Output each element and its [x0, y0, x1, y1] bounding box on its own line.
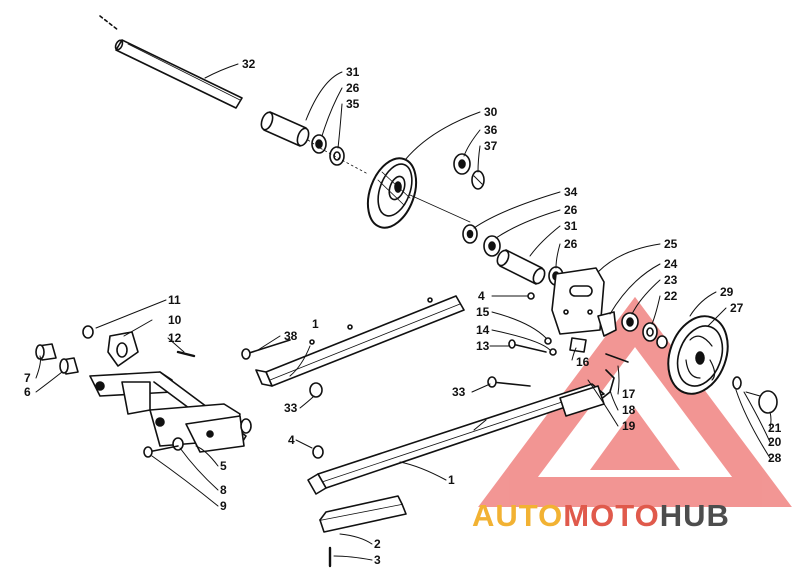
- label-35: 35: [346, 97, 360, 111]
- label-18: 18: [622, 403, 636, 417]
- nut-4-lower: [312, 445, 324, 459]
- spacer-tube-31: [260, 111, 310, 147]
- bolt-33-lower: [487, 376, 531, 388]
- label-26-low: 26: [564, 237, 578, 251]
- snap-ring-37: [471, 170, 485, 190]
- label-5: 5: [220, 459, 227, 473]
- bearing-34: [462, 224, 478, 244]
- pin-12: [176, 350, 196, 358]
- washer-20: [732, 376, 742, 390]
- watermark-hub: HUB: [660, 498, 730, 533]
- label-33-mid: 33: [452, 385, 466, 399]
- bushing-7: [35, 343, 57, 361]
- label-26-mid: 26: [564, 203, 578, 217]
- slide-rail-1-lower: [307, 383, 605, 495]
- washer-22: [642, 322, 658, 342]
- wear-strip-2: [319, 495, 407, 533]
- label-14: 14: [476, 323, 490, 337]
- leader-lines: [35, 63, 772, 561]
- idler-wheel-30: [366, 157, 418, 229]
- nut-33-upper: [309, 382, 323, 398]
- pivot-block-10: [107, 331, 139, 367]
- bearing-36: [453, 153, 471, 175]
- label-22: 22: [664, 289, 678, 303]
- hub-cap-21: [745, 390, 778, 414]
- part-labels: 32 31 26 35 30 36 37 34 26 31 26 25 24 2…: [24, 57, 782, 567]
- washer-8: [172, 437, 184, 451]
- label-36: 36: [484, 123, 498, 137]
- label-4-top: 4: [478, 289, 485, 303]
- label-38: 38: [284, 329, 298, 343]
- label-33-low: 33: [284, 401, 298, 415]
- spacer-tube-31-lower: [496, 249, 546, 285]
- lockwasher-14: [549, 348, 557, 356]
- label-4-low: 4: [288, 433, 295, 447]
- bushing-6: [59, 357, 79, 375]
- clip-19: [599, 369, 615, 401]
- bolt-13: [508, 339, 547, 353]
- label-17: 17: [622, 387, 636, 401]
- bolt-9: [143, 445, 179, 458]
- swing-arm-assembly: [89, 371, 252, 453]
- nut-4-top: [527, 292, 535, 300]
- label-25: 25: [664, 237, 678, 251]
- label-21: 21: [768, 421, 782, 435]
- label-37: 37: [484, 139, 498, 153]
- mount-plate-25: [551, 267, 605, 335]
- nut-23: [621, 312, 639, 332]
- slide-rail-1-upper: [255, 295, 465, 387]
- label-19: 19: [622, 419, 636, 433]
- label-32: 32: [242, 57, 256, 71]
- label-29: 29: [720, 285, 734, 299]
- label-30: 30: [484, 105, 498, 119]
- watermark-moto: MOTO: [563, 498, 659, 533]
- washer-11: [82, 325, 94, 339]
- label-10: 10: [168, 313, 182, 327]
- bushing-16: [569, 337, 587, 353]
- label-27: 27: [730, 301, 744, 315]
- label-2: 2: [374, 537, 381, 551]
- bearing-35: [329, 146, 345, 166]
- bearing-26-mid: [483, 235, 501, 257]
- label-12: 12: [168, 331, 182, 345]
- label-31-top: 31: [346, 65, 360, 79]
- label-20: 20: [768, 435, 782, 449]
- label-7: 7: [24, 371, 31, 385]
- label-28: 28: [768, 451, 782, 465]
- bolt-38: [241, 339, 291, 360]
- rear-wheel-27: [667, 315, 729, 395]
- label-26-top: 26: [346, 81, 360, 95]
- label-1-lower: 1: [448, 473, 455, 487]
- washer-15: [544, 337, 552, 345]
- label-11: 11: [168, 293, 181, 307]
- watermark-text: AUTOMOTOHUB: [472, 498, 730, 533]
- label-24: 24: [664, 257, 678, 271]
- watermark-auto: AUTO: [472, 498, 563, 533]
- label-6: 6: [24, 385, 31, 399]
- label-34: 34: [564, 185, 578, 199]
- bolt-17: [605, 353, 629, 363]
- label-3: 3: [374, 553, 381, 567]
- label-13: 13: [476, 339, 490, 353]
- label-9: 9: [220, 499, 227, 513]
- label-16: 16: [576, 355, 590, 369]
- label-31-mid: 31: [564, 219, 578, 233]
- label-15: 15: [476, 305, 490, 319]
- label-1-upper: 1: [312, 317, 319, 331]
- bracket-24: [597, 311, 617, 337]
- label-8: 8: [220, 483, 227, 497]
- axle-32: [99, 15, 243, 109]
- label-23: 23: [664, 273, 678, 287]
